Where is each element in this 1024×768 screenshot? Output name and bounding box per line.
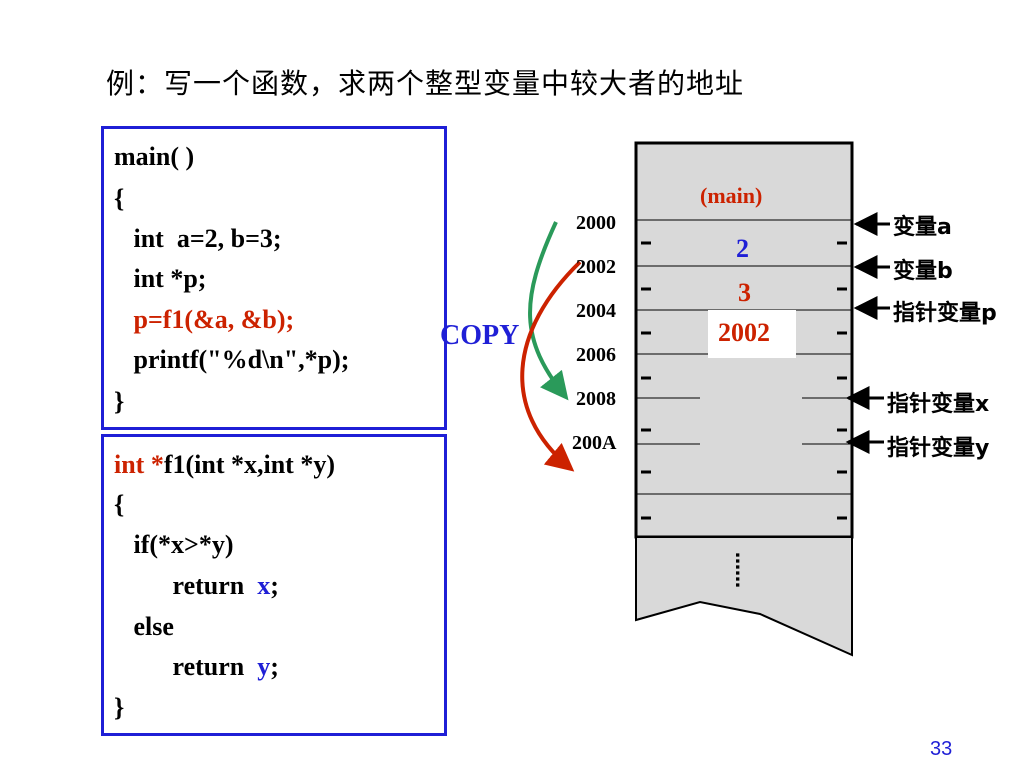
value-p: 2002 <box>718 318 770 347</box>
signature-rest: f1(int *x,int *y) <box>163 450 336 479</box>
copy-arrow-red <box>520 260 582 472</box>
return-x: x <box>257 571 271 600</box>
code-line: else <box>114 612 174 641</box>
copy-label: COPY <box>440 320 520 351</box>
label-arrows <box>845 212 890 454</box>
return-y: y <box>257 652 271 681</box>
label-var-a: 变量a <box>893 215 952 240</box>
address-label: 2004 <box>576 300 616 322</box>
value-b: 3 <box>738 278 751 307</box>
code-line-call: p=f1(&a, &b); <box>114 305 295 334</box>
code-line: printf("%d\n",*p); <box>114 345 350 374</box>
code-line: } <box>114 693 125 722</box>
f1-code-box <box>101 434 447 736</box>
code-line: { <box>114 184 125 213</box>
address-label: 2006 <box>576 344 616 366</box>
code-line: int *p; <box>114 264 207 293</box>
return-keyword: return <box>114 652 258 681</box>
label-var-b: 变量b <box>893 259 953 284</box>
address-label: 2008 <box>576 388 616 410</box>
return-type: int * <box>114 450 164 479</box>
code-line: return y; <box>114 652 279 682</box>
main-code-box <box>101 126 447 430</box>
label-ptr-p: 指针变量p <box>893 301 997 326</box>
code-line: int a=2, b=3; <box>114 224 282 253</box>
code-line: } <box>114 387 125 416</box>
code-line: if(*x>*y) <box>114 530 234 559</box>
ellipsis: …… <box>731 552 752 588</box>
label-ptr-y: 指针变量y <box>887 436 990 461</box>
semicolon: ; <box>270 652 279 681</box>
value-a: 2 <box>736 234 749 263</box>
address-label: 200A <box>572 432 617 454</box>
page-number: 33 <box>930 738 953 760</box>
semicolon: ; <box>270 571 279 600</box>
code-line: { <box>114 490 125 519</box>
slide-title: 例：写一个函数，求两个整型变量中较大者的地址 <box>106 67 745 100</box>
address-label: 2002 <box>576 256 616 278</box>
return-keyword: return <box>114 571 258 600</box>
pointer-value-cell <box>708 310 796 358</box>
copy-arrow-green <box>528 221 569 401</box>
address-label: 2000 <box>576 212 616 234</box>
label-ptr-x: 指针变量x <box>887 392 990 417</box>
memory-tick-marks <box>641 241 847 520</box>
code-line: return x; <box>114 571 279 601</box>
frame-label: (main) <box>700 183 763 208</box>
code-line-signature: int *f1(int *x,int *y) <box>114 450 335 480</box>
code-line: main( ) <box>114 142 195 171</box>
